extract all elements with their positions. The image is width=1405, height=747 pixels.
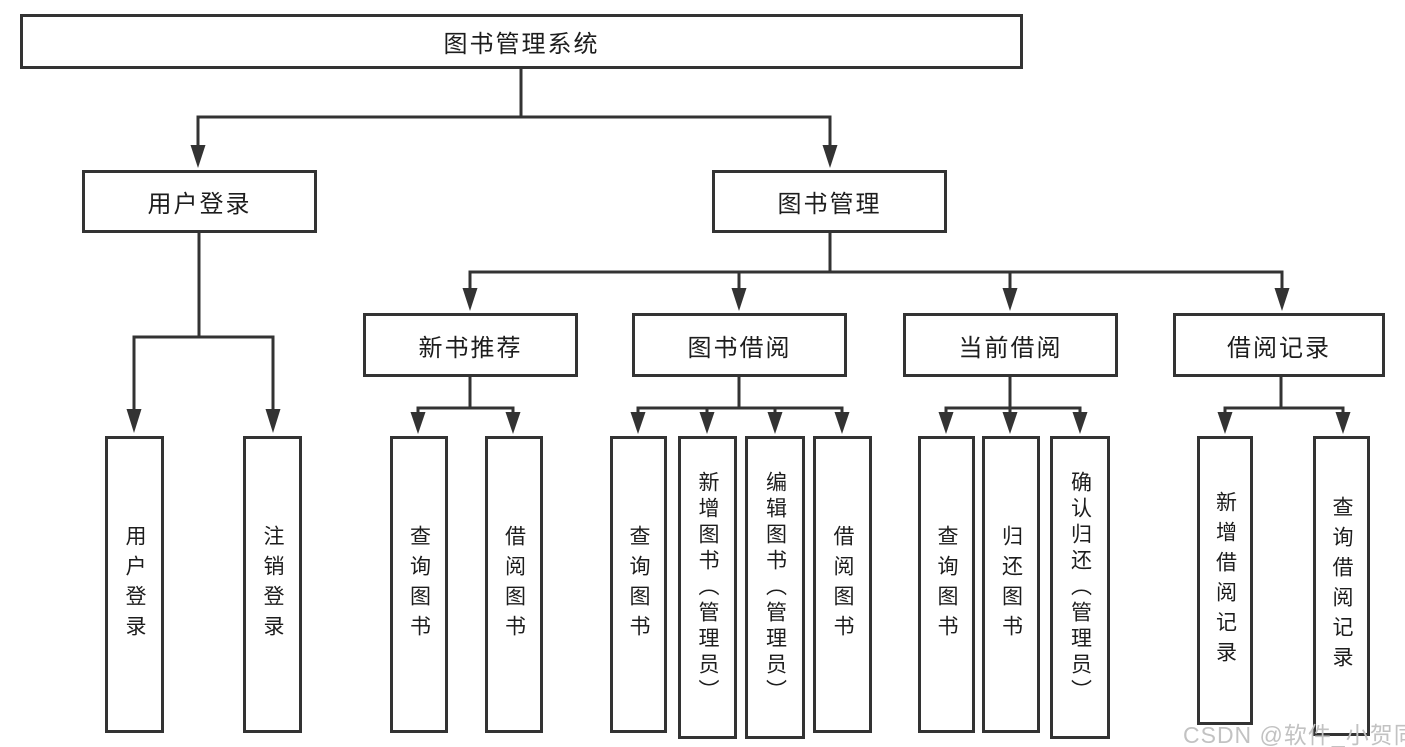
connector-borrow-records-split [1223, 377, 1345, 414]
connector-current-borrow-split [944, 377, 1082, 414]
connector-book-borrow-split [636, 377, 844, 414]
node-leaf-query-books-recommend: 查询图书 [390, 436, 448, 733]
node-leaf-query-borrow-record: 查询借阅记录 [1313, 436, 1370, 736]
node-leaf-logout: 注销登录 [243, 436, 302, 733]
connector-user-login-split [132, 335, 275, 411]
node-leaf-confirm-return-admin: 确认归还（管理员） [1050, 436, 1110, 739]
node-leaf-edit-book-admin: 编辑图书（管理员） [745, 436, 805, 739]
node-leaf-query-books-current: 查询图书 [918, 436, 975, 733]
connector-book-mgmt-split [468, 270, 1284, 290]
node-borrowing-records: 借阅记录 [1173, 313, 1385, 377]
node-current-borrowing: 当前借阅 [903, 313, 1118, 377]
node-book-management: 图书管理 [712, 170, 947, 233]
node-leaf-user-login: 用户登录 [105, 436, 164, 733]
connector-new-book-rec-split [416, 377, 515, 414]
node-leaf-borrow-books-recommend: 借阅图书 [485, 436, 543, 733]
node-leaf-borrow-books: 借阅图书 [813, 436, 872, 733]
node-leaf-return-book: 归还图书 [982, 436, 1040, 733]
node-leaf-add-borrow-record: 新增借阅记录 [1197, 436, 1253, 725]
node-user-login: 用户登录 [82, 170, 317, 233]
node-library-management-system: 图书管理系统 [20, 14, 1023, 69]
node-new-book-recommendation: 新书推荐 [363, 313, 578, 377]
connector-root-split [196, 115, 832, 147]
node-leaf-query-books-borrow: 查询图书 [610, 436, 667, 733]
node-leaf-add-book-admin: 新增图书（管理员） [678, 436, 737, 739]
node-book-borrowing: 图书借阅 [632, 313, 847, 377]
watermark: CSDN @软件_小贺同学 [1183, 722, 1405, 747]
